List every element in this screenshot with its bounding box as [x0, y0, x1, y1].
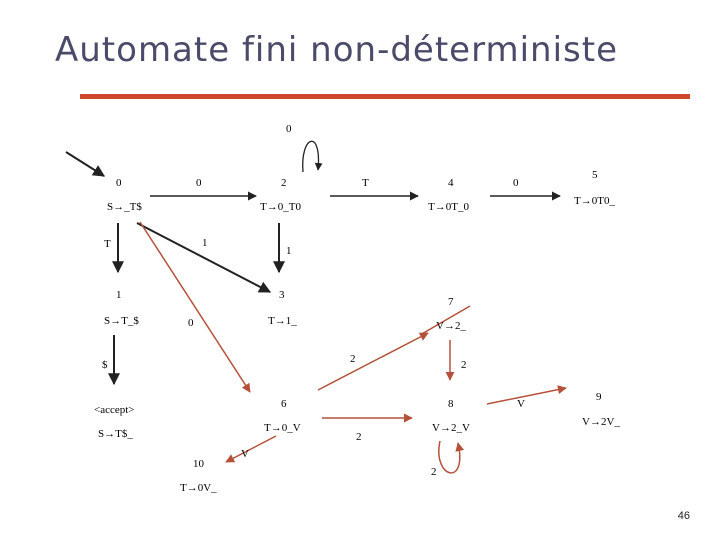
slide-title: Automate fini non-déterministe — [55, 30, 618, 70]
start-arrow — [65, 151, 106, 177]
edge-label-s0-s6: 0 — [188, 317, 194, 329]
edge-label-s3-s7: 2 — [350, 353, 356, 365]
state-number-s2: 2 — [281, 177, 287, 189]
state-number-s10: 10 — [193, 458, 205, 470]
state-item-s0: S→_T$ — [107, 201, 142, 213]
edge-label-s1-accept: $ — [102, 359, 108, 371]
edge-label-s2-loop: 0 — [286, 123, 292, 135]
edge-label-s8-s9: V — [517, 398, 525, 410]
state-number-s5: 5 — [592, 169, 598, 181]
edge-label-s2-s3: 1 — [286, 245, 292, 257]
state-item-s2: T→0_T0 — [260, 201, 301, 213]
edge-label-s6-s8: 2 — [356, 431, 362, 443]
edge-s2-loop — [302, 140, 323, 173]
state-item-accept: S→T$_ — [98, 428, 133, 440]
edge-s3-s7 — [419, 305, 471, 336]
edge-s0-s6 — [139, 221, 251, 393]
state-number-s1: 1 — [116, 289, 122, 301]
state-number-s8: 8 — [448, 398, 454, 410]
edge-s8-loop — [438, 440, 465, 474]
edge-s6-s10 — [225, 435, 277, 463]
state-item-s5: T→0T0_ — [574, 195, 615, 207]
edge-s8-s9 — [486, 385, 567, 405]
edge-label-s4-s5: 0 — [513, 177, 519, 189]
edge-label-s6-s7: 2 — [461, 359, 467, 371]
edge-label-s2-s4: T — [362, 177, 369, 189]
state-item-s7: V→2_ — [436, 320, 466, 332]
state-item-s9: V→2V_ — [582, 416, 620, 428]
edge-label-s0-s1: T — [104, 238, 111, 250]
state-number-s9: 9 — [596, 391, 602, 403]
edge-label-s6-s10: V — [241, 448, 249, 460]
edge-label-s8-loop: 2 — [431, 466, 437, 478]
state-item-s6: T→0_V — [264, 422, 301, 434]
state-item-s8: V→2_V — [432, 422, 470, 434]
edge-s0-s3 — [136, 222, 272, 293]
state-number-s7: 7 — [448, 296, 454, 308]
page-number: 46 — [677, 510, 690, 522]
state-number-s6: 6 — [281, 398, 287, 410]
edge-label-s0-s2: 0 — [196, 177, 202, 189]
state-item-s4: T→0T_0 — [428, 201, 469, 213]
state-number-accept: <accept> — [94, 404, 135, 416]
state-item-s3: T→1_ — [268, 315, 297, 327]
edge-s6-s7 — [317, 332, 429, 391]
state-number-s4: 4 — [448, 177, 454, 189]
state-number-s0: 0 — [116, 177, 122, 189]
edge-label-s0-s3: 1 — [202, 237, 208, 249]
state-number-s3: 3 — [279, 289, 285, 301]
state-item-s10: T→0V_ — [180, 482, 217, 494]
state-item-s1: S→T_$ — [104, 315, 139, 327]
title-rule — [80, 94, 690, 99]
